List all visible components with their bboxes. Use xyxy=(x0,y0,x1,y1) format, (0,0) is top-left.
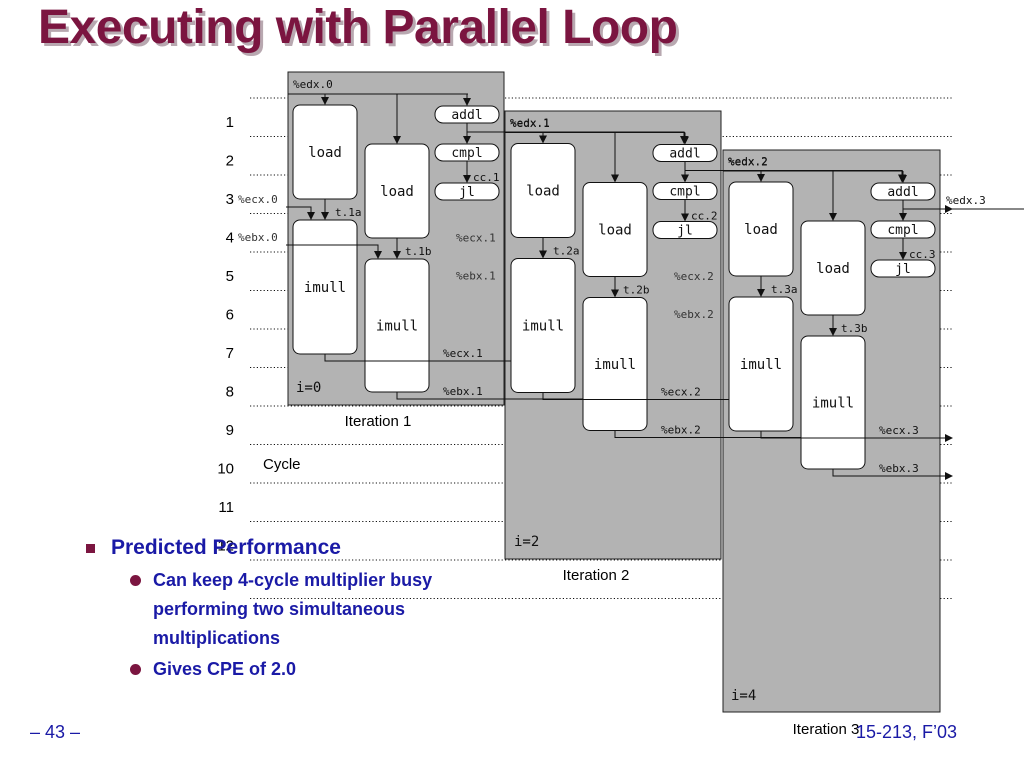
ecx-in-line xyxy=(286,206,315,220)
imull-box-label: imull xyxy=(812,396,854,412)
ecx-in-label: %ecx.0 xyxy=(238,193,278,206)
edx-out-label: %edx.2 xyxy=(728,156,768,169)
edx-in-label: %edx.1 xyxy=(510,117,550,130)
course-label: 15-213, F’03 xyxy=(856,722,958,742)
cycle-number: 12 xyxy=(217,538,234,555)
ecx-in-label: %ecx.1 xyxy=(456,232,496,245)
load-box-label: load xyxy=(380,184,414,200)
edx-out-line xyxy=(903,208,1024,210)
cmpl-pill-label: cmpl xyxy=(887,223,918,238)
slide-title: Executing with Parallel Loop xyxy=(38,1,678,54)
cycle-axis-label: Cycle xyxy=(263,456,301,473)
cmpl-pill-label: cmpl xyxy=(451,146,482,161)
addl-pill-label: addl xyxy=(669,147,700,162)
addl-pill-label: addl xyxy=(887,185,918,200)
edx-in-label: %edx.2 xyxy=(728,155,768,168)
cycle-number: 7 xyxy=(226,345,234,362)
imull-box-label: imull xyxy=(522,319,564,335)
cycle-number: 3 xyxy=(226,191,234,208)
ecx-out-line xyxy=(760,431,953,442)
jl-pill xyxy=(870,259,936,278)
ecx-in-label: %ecx.2 xyxy=(674,270,714,283)
ebx-in-label: %ebx.1 xyxy=(456,270,496,283)
ebx-in-line xyxy=(286,244,382,259)
imull-box-label: imull xyxy=(594,357,636,373)
cycle-number: 8 xyxy=(226,384,234,401)
cc-label: cc.2 xyxy=(691,210,718,223)
ebx-out-label: %ebx.2 xyxy=(661,424,701,437)
ecx-out-label: %ecx.2 xyxy=(661,386,701,399)
edx-out-label: %edx.1 xyxy=(510,117,550,130)
cc-label: cc.3 xyxy=(909,248,936,261)
addl-pill-label: addl xyxy=(451,108,482,123)
ta-label: t.2a xyxy=(553,245,580,258)
iteration-index-label: i=4 xyxy=(731,688,756,704)
bullet-predicted-performance: Predicted Performance xyxy=(86,536,506,560)
cc-label: cc.1 xyxy=(473,171,500,184)
imull-box-label: imull xyxy=(376,319,418,335)
jl-pill xyxy=(434,182,500,201)
tb-label: t.1b xyxy=(405,245,432,258)
imull-box-label: imull xyxy=(304,280,346,296)
load-box-label: load xyxy=(308,145,342,161)
jl-pill-label: jl xyxy=(895,262,911,277)
iteration-index-label: i=2 xyxy=(514,534,539,550)
tb-label: t.3b xyxy=(841,322,868,335)
iteration-caption: Iteration 3 xyxy=(793,721,860,738)
cycle-number: 1 xyxy=(226,114,234,131)
iteration-index-label: i=0 xyxy=(296,380,321,396)
sub-bullet: Gives CPE of 2.0 xyxy=(130,655,506,684)
cycle-number: 4 xyxy=(226,230,234,247)
ta-label: t.3a xyxy=(771,283,798,296)
load-box-label: load xyxy=(816,261,850,277)
bullet-main-text: Predicted Performance xyxy=(111,536,341,559)
jl-pill xyxy=(652,221,718,239)
tb-label: t.2b xyxy=(623,284,650,297)
sub-bullet-text: Can keep 4-cycle multiplier busy perform… xyxy=(153,570,433,648)
iteration-caption: Iteration 2 xyxy=(563,567,630,584)
imull-box-label: imull xyxy=(740,357,782,373)
cycle-number: 10 xyxy=(217,461,234,478)
ebx-out-label: %ebx.1 xyxy=(443,385,483,398)
ta-label: t.1a xyxy=(335,206,362,219)
ebx-out-label: %ebx.3 xyxy=(879,462,919,475)
ebx-in-label: %ebx.0 xyxy=(238,231,278,244)
cycle-number: 11 xyxy=(218,499,234,516)
ebx-out-line xyxy=(832,469,953,480)
cycle-number: 6 xyxy=(226,307,234,324)
sub-bullet-text: Gives CPE of 2.0 xyxy=(153,659,297,679)
edx-in-label: %edx.0 xyxy=(293,78,333,91)
page-number: – 43 – xyxy=(30,722,81,742)
sub-bullet: Can keep 4-cycle multiplier busy perform… xyxy=(130,566,506,653)
bullet-list: Predicted Performance Can keep 4-cycle m… xyxy=(86,536,506,684)
ebx-in-label: %ebx.2 xyxy=(674,308,714,321)
round-bullet-icon xyxy=(130,575,141,586)
load-box-label: load xyxy=(598,223,632,239)
jl-pill-label: jl xyxy=(459,185,475,200)
edx-out-label: %edx.3 xyxy=(946,194,986,207)
cycle-number: 5 xyxy=(226,268,234,285)
round-bullet-icon xyxy=(130,664,141,675)
ecx-out-label: %ecx.1 xyxy=(443,347,483,360)
square-bullet-icon xyxy=(86,543,95,553)
ecx-out-label: %ecx.3 xyxy=(879,424,919,437)
jl-pill-label: jl xyxy=(677,224,693,239)
load-box-label: load xyxy=(744,222,778,238)
load-box-label: load xyxy=(526,184,560,200)
iteration-caption: Iteration 1 xyxy=(345,413,412,430)
cycle-number: 2 xyxy=(226,153,234,170)
cycle-number: 9 xyxy=(226,422,234,439)
cmpl-pill-label: cmpl xyxy=(669,185,700,200)
